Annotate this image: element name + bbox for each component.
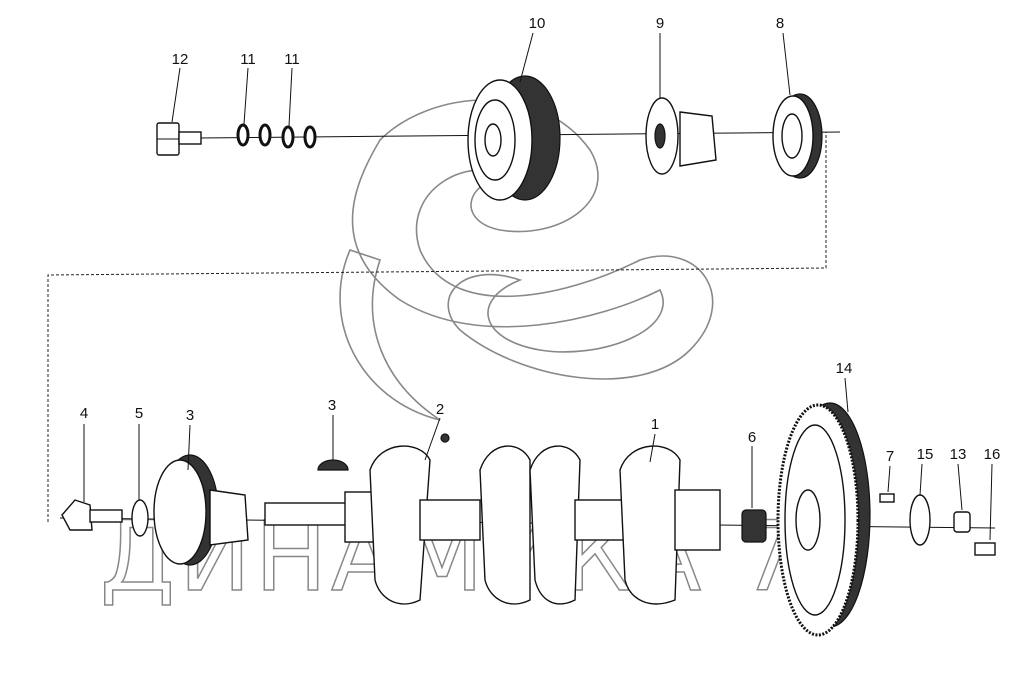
part-9-hub [645, 97, 717, 175]
label-14: 14 [836, 360, 853, 377]
label-15: 15 [917, 446, 934, 463]
label-12: 12 [172, 51, 189, 68]
label-3: 3 [186, 407, 194, 424]
part-15-plate [909, 494, 931, 546]
part-13-nut [953, 511, 971, 533]
part-1-crankshaft [264, 445, 721, 605]
leader-lines [83, 32, 993, 541]
label-5: 5 [135, 405, 143, 422]
part-16-bolt [974, 542, 996, 556]
assembly-connector-line [47, 132, 827, 522]
part-14-flywheel [776, 402, 871, 637]
label-2: 2 [436, 401, 444, 418]
part-6-bearing [741, 509, 767, 543]
part-8-seal-ring [772, 93, 823, 179]
label-1: 1 [651, 416, 659, 433]
label-7: 7 [886, 448, 894, 465]
part-10-pulley [467, 75, 561, 201]
label-11: 11 [284, 51, 300, 68]
label-10: 10 [529, 15, 546, 32]
label-3: 3 [328, 397, 336, 414]
label-4: 4 [80, 405, 88, 422]
part-3-key [317, 459, 349, 471]
part-5-washer [131, 499, 149, 537]
label-9: 9 [656, 15, 664, 32]
label-6: 6 [748, 429, 756, 446]
label-13: 13 [950, 446, 967, 463]
part-7-pin [879, 493, 895, 503]
label-16: 16 [984, 446, 1001, 463]
part-3-pulley [153, 454, 249, 566]
part-11-washers [236, 123, 317, 149]
label-8: 8 [776, 15, 784, 32]
part-4-ratchet-bolt [61, 499, 123, 531]
label-11: 11 [240, 51, 256, 68]
part-12-bolt [156, 122, 202, 156]
part-2-plug [440, 433, 450, 443]
